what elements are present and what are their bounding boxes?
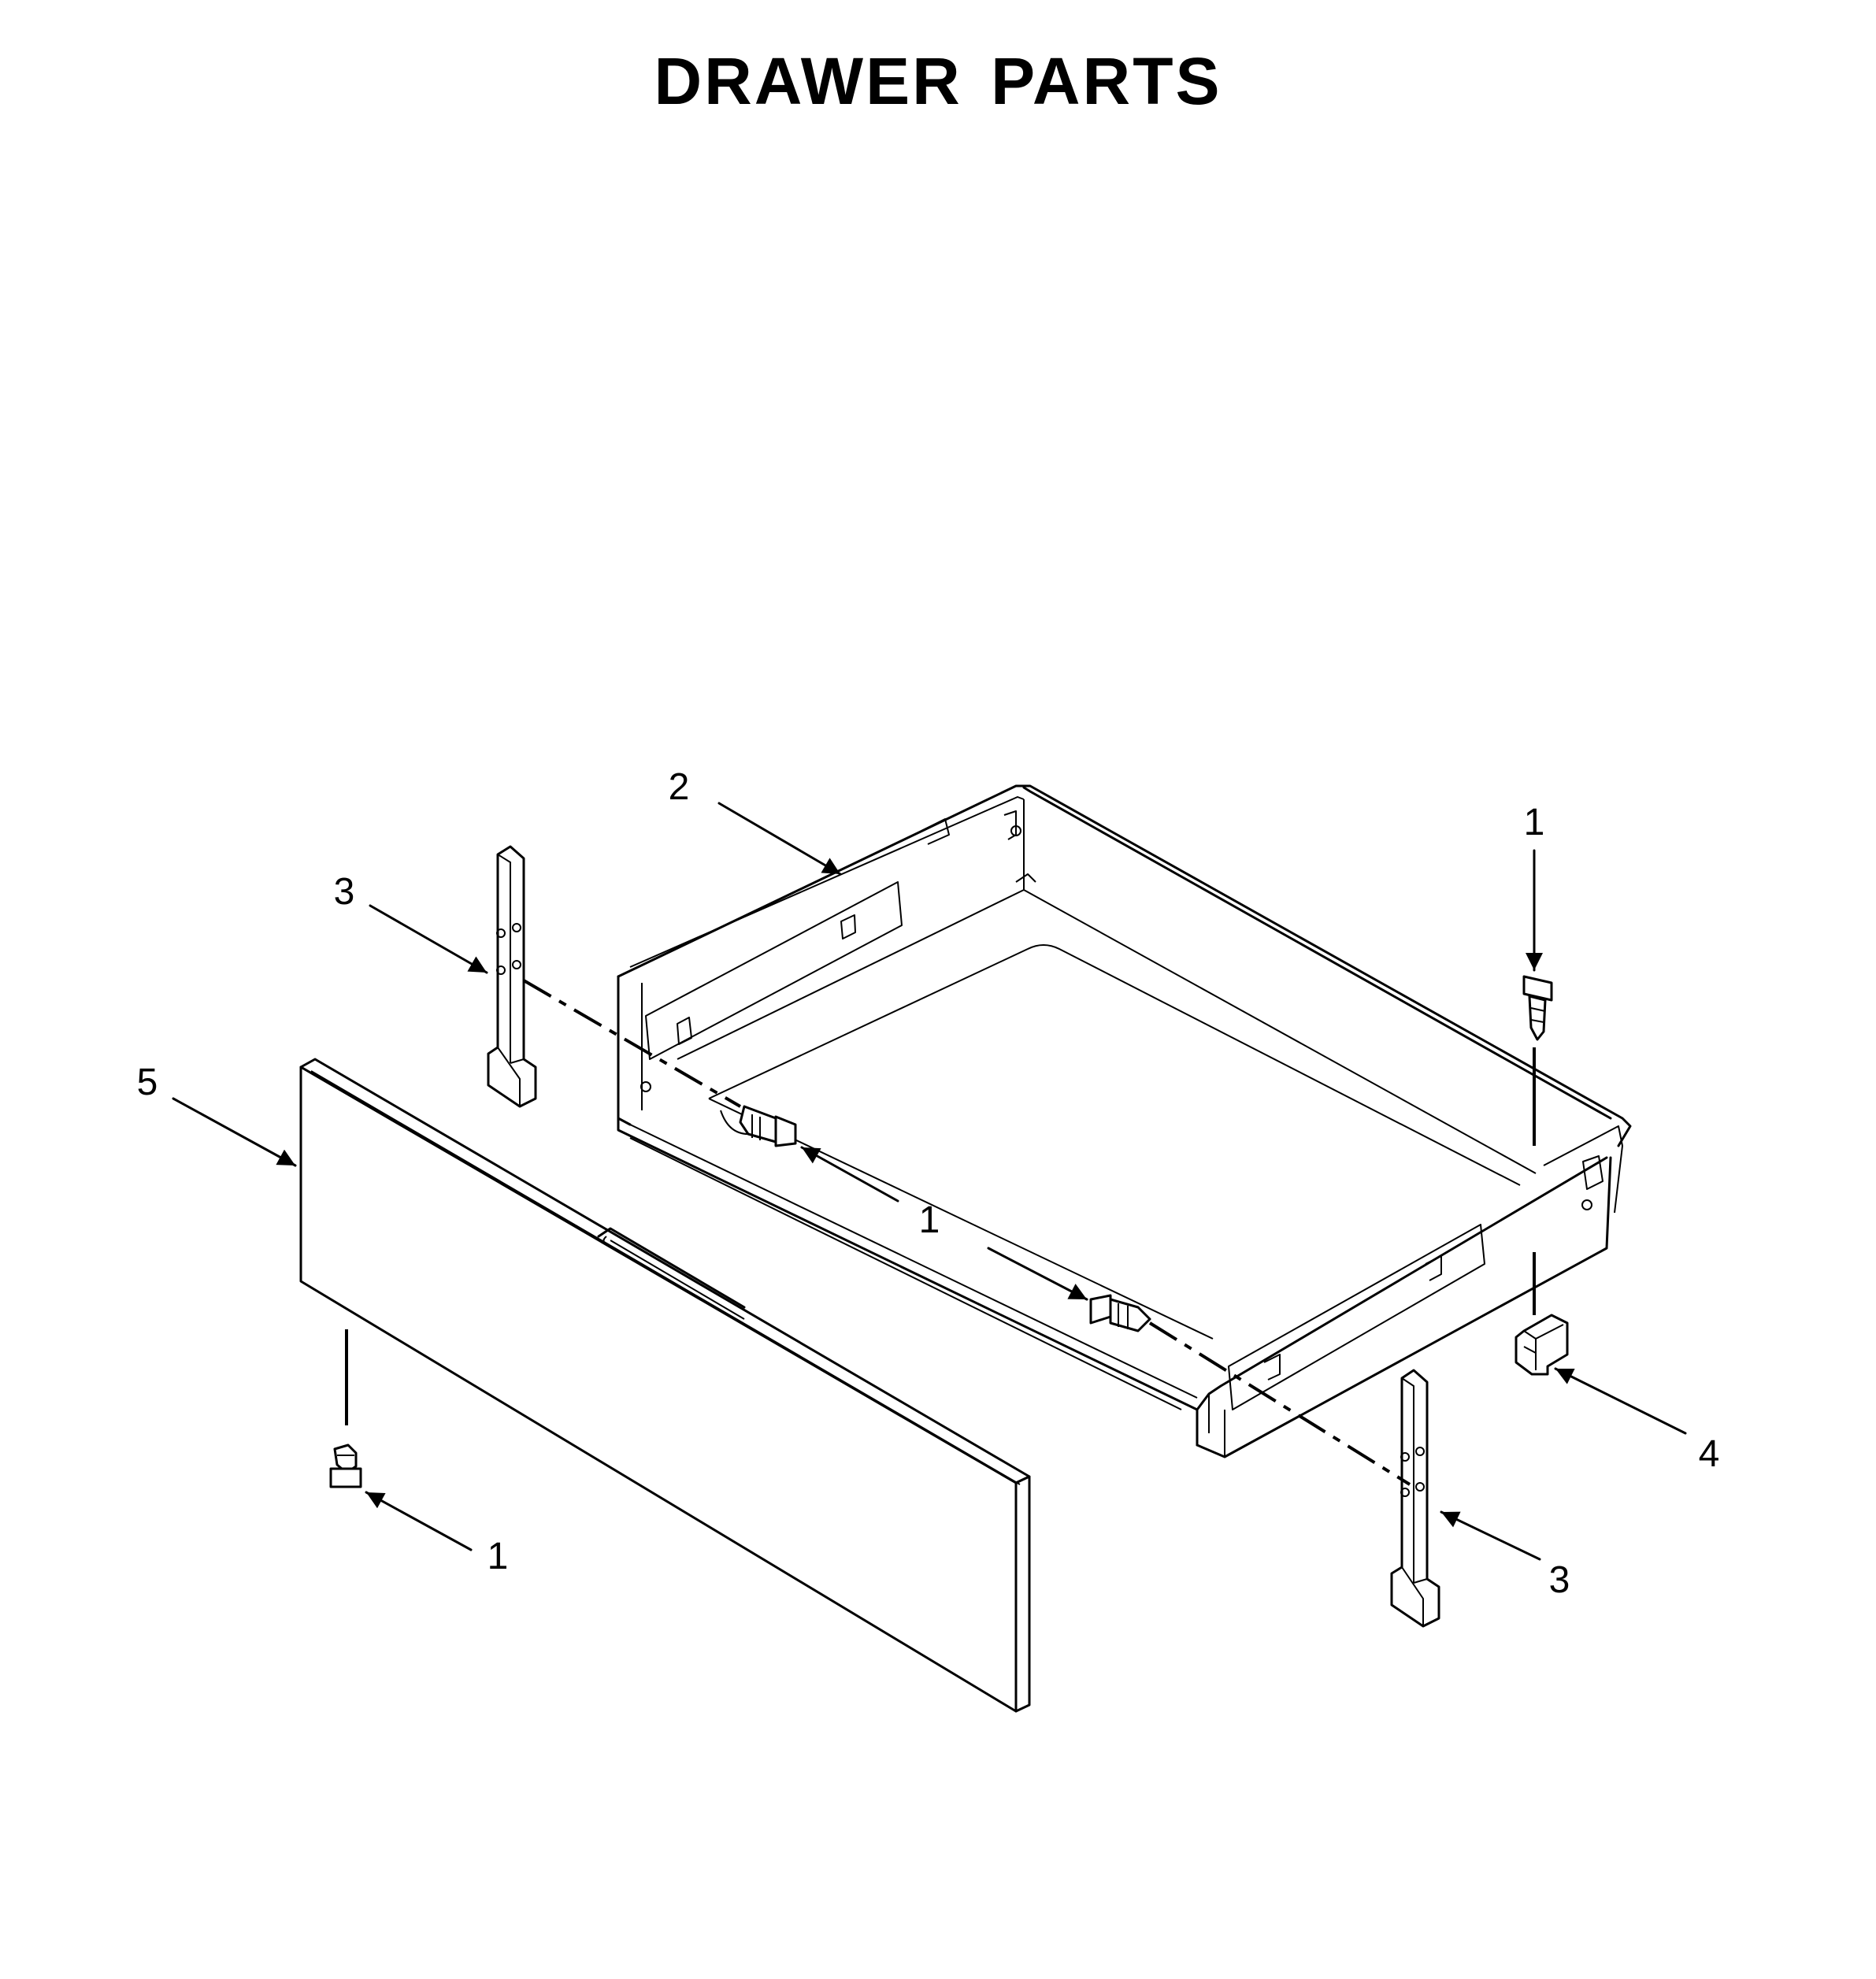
screw-top-right: [1522, 975, 1553, 1041]
callout-5: 5: [137, 1062, 158, 1103]
drawer-front-panel: [299, 1058, 1031, 1713]
callout-3-left: 3: [334, 871, 355, 913]
assembly-lines: [345, 979, 1536, 1486]
leader-arrows: [172, 802, 1687, 1561]
bracket-right: [1390, 1369, 1440, 1628]
screw-center-right: [1089, 1294, 1151, 1332]
callout-1-center: 1: [919, 1199, 940, 1241]
callout-1-top-right: 1: [1524, 802, 1545, 843]
callout-2: 2: [669, 766, 690, 808]
screw-bottom-left: [329, 1443, 362, 1488]
callout-4: 4: [1699, 1433, 1720, 1475]
drawer-clip: [1515, 1314, 1569, 1376]
screw-center-left: [739, 1105, 797, 1147]
callout-3-right: 3: [1549, 1559, 1570, 1601]
drawer-body: [617, 784, 1632, 1458]
bracket-left: [487, 845, 537, 1108]
callout-1-bottom-left: 1: [488, 1536, 509, 1577]
diagram-title: DRAWER PARTS: [654, 44, 1222, 118]
